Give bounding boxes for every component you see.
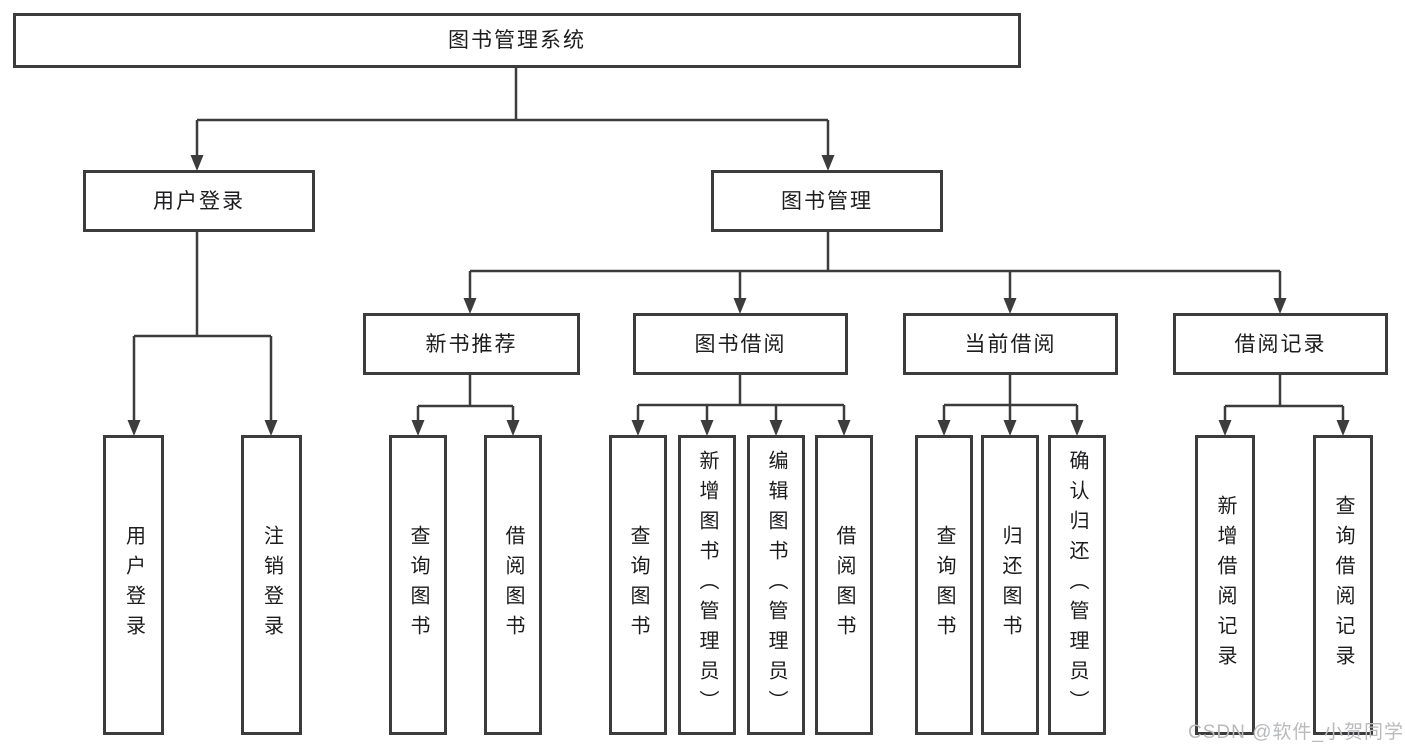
node-label: 图书管理系统 <box>448 29 586 52</box>
node-book-management: 图书管理 <box>711 170 943 232</box>
leaf-current-return-books: 归还图书 <box>981 435 1039 735</box>
node-label: 当前借阅 <box>964 332 1057 356</box>
node-label: 查询图书 <box>933 525 955 645</box>
leaf-borrowing-edit-books-admin: 编辑图书（管理员） <box>747 435 805 735</box>
node-book-borrowing: 图书借阅 <box>633 313 848 375</box>
node-library-system: 图书管理系统 <box>13 13 1021 68</box>
node-label: 新书推荐 <box>425 332 518 356</box>
node-label: 编辑图书（管理员） <box>765 450 787 720</box>
leaf-recommend-borrow-books: 借阅图书 <box>484 435 542 735</box>
node-label: 用户登录 <box>153 189 245 213</box>
leaf-current-confirm-return-admin: 确认归还（管理员） <box>1048 435 1106 735</box>
node-label: 注销登录 <box>260 525 283 645</box>
node-label: 图书管理 <box>781 189 873 213</box>
leaf-user-login: 用户登录 <box>103 435 164 735</box>
leaf-records-add-record: 新增借阅记录 <box>1195 435 1255 735</box>
node-label: 用户登录 <box>122 525 145 645</box>
node-label: 借阅记录 <box>1234 332 1327 356</box>
node-label: 图书借阅 <box>694 332 787 356</box>
node-label: 借阅图书 <box>833 525 855 645</box>
leaf-borrowing-add-books-admin: 新增图书（管理员） <box>678 435 736 735</box>
node-label: 借阅图书 <box>502 525 524 645</box>
node-new-book-recommend: 新书推荐 <box>363 313 580 375</box>
node-label: 归还图书 <box>999 525 1021 645</box>
csdn-watermark: CSDN @软件_小贺同学 <box>1188 722 1404 743</box>
leaf-borrowing-query-books: 查询图书 <box>609 435 667 735</box>
node-user-login: 用户登录 <box>83 170 315 232</box>
node-label: 新增图书（管理员） <box>696 450 718 720</box>
node-label: 查询借阅记录 <box>1332 495 1354 675</box>
leaf-borrowing-borrow-books: 借阅图书 <box>815 435 873 735</box>
leaf-current-query-books: 查询图书 <box>915 435 973 735</box>
leaf-records-query-record: 查询借阅记录 <box>1313 435 1373 735</box>
leaf-recommend-query-books: 查询图书 <box>389 435 447 735</box>
node-label: 查询图书 <box>407 525 429 645</box>
node-current-borrowing: 当前借阅 <box>903 313 1118 375</box>
node-borrowing-records: 借阅记录 <box>1173 313 1388 375</box>
leaf-logout: 注销登录 <box>241 435 302 735</box>
node-label: 查询图书 <box>627 525 649 645</box>
node-label: 确认归还（管理员） <box>1066 450 1088 720</box>
node-label: 新增借阅记录 <box>1214 495 1236 675</box>
